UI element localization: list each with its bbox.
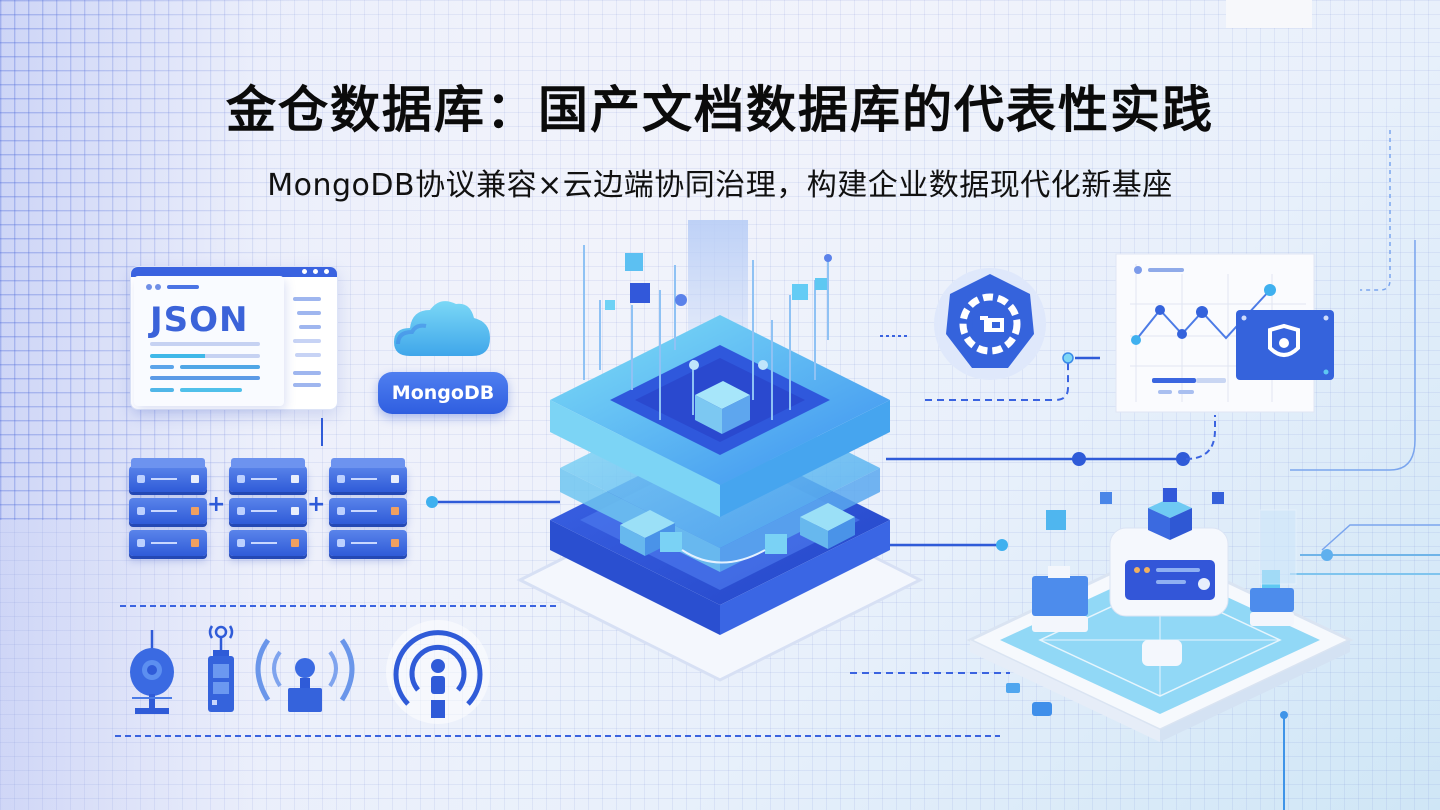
cloud-icon — [394, 301, 490, 356]
plus-icon: + — [307, 492, 326, 517]
webcam-sensor-icon — [130, 630, 174, 714]
page-title: 金仓数据库：国产文档数据库的代表性实践 — [226, 81, 1214, 139]
decorative-card — [1226, 0, 1312, 28]
wireless-sensor-icon — [255, 638, 355, 712]
gear-shield-icon — [934, 268, 1046, 380]
json-label: JSON — [150, 300, 249, 340]
line-chart-dashboard-icon — [1115, 253, 1334, 413]
layered-database-platform-icon — [516, 220, 924, 682]
shield-icon — [1236, 310, 1334, 380]
server-rack-icon — [329, 458, 407, 562]
isometric-edge-node-platform-icon — [966, 488, 1354, 742]
server-rack-icon — [129, 458, 207, 562]
mongodb-badge: MongoDB — [378, 372, 508, 414]
broadcast-signal-icon — [386, 620, 490, 724]
radio-tower-device-icon — [208, 625, 234, 712]
page-subtitle: MongoDB协议兼容×云边端协同治理，构建企业数据现代化新基座 — [267, 168, 1173, 203]
plus-icon: + — [207, 492, 226, 517]
server-rack-icon — [229, 458, 307, 562]
edge-devices — [130, 620, 490, 724]
